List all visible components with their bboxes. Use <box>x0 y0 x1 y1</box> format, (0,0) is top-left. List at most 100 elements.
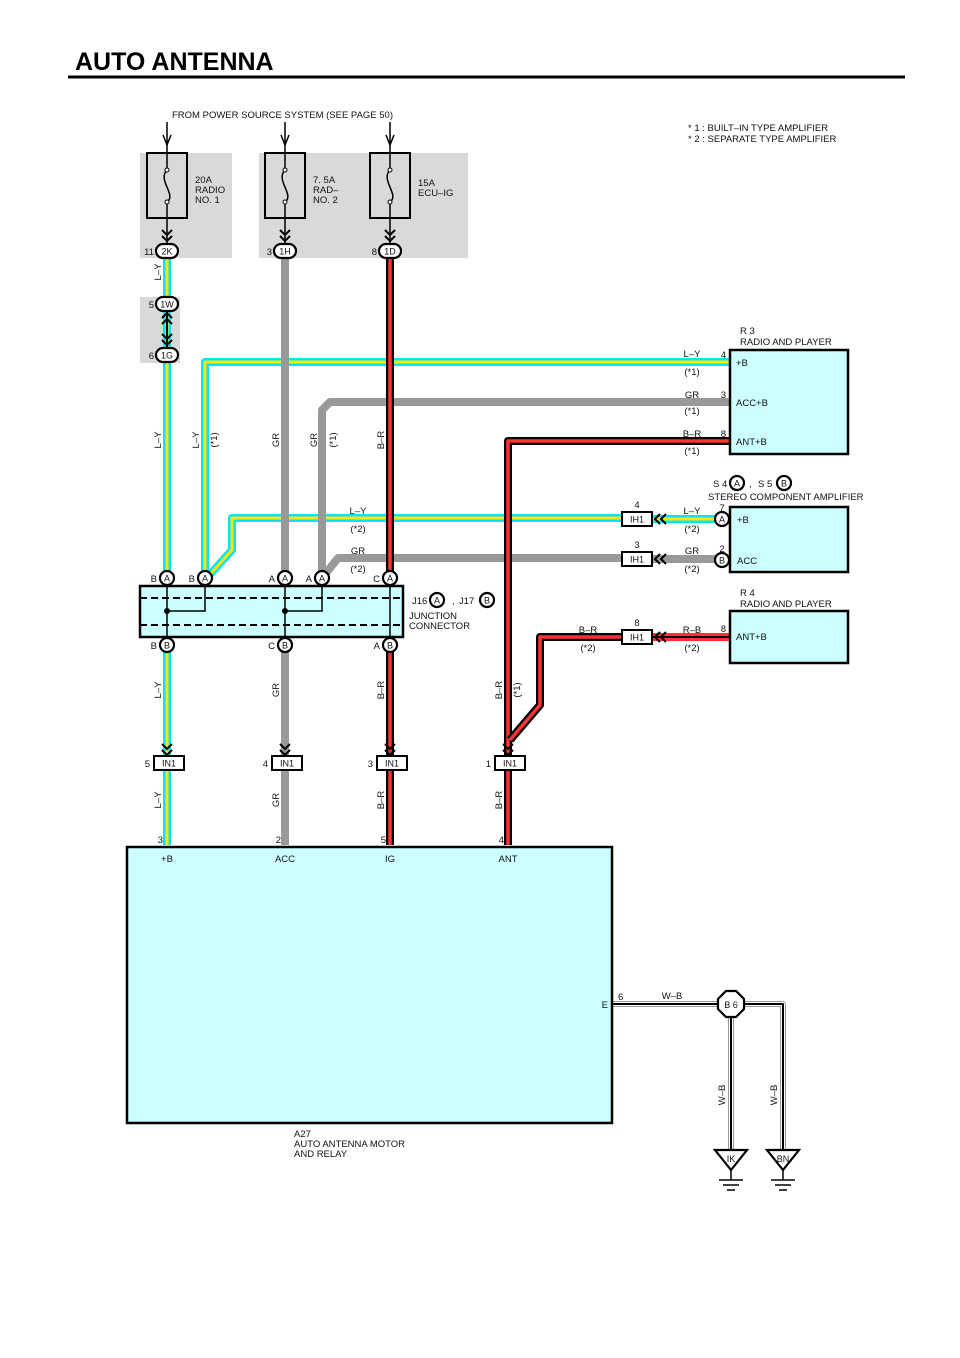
sep: , <box>452 596 455 607</box>
wire-label: (*2) <box>684 564 699 575</box>
fuse-name: RADIO <box>195 185 225 196</box>
a27-pin-label: ANT <box>499 854 518 865</box>
sep: , <box>749 479 752 490</box>
junction-top-connector-label: A <box>164 574 170 584</box>
amp-pin-num: 7 <box>719 503 724 514</box>
a27-pin-num: 2 <box>276 835 281 846</box>
wire-wb-bn <box>744 1001 786 1150</box>
fuse-name: ECU–IG <box>418 188 453 199</box>
amp-name: STEREO COMPONENT AMPLIFIER <box>708 492 864 503</box>
junction-top-connector <box>158 569 176 587</box>
chevron-icon <box>279 229 291 237</box>
r3-pin-label: +B <box>736 358 748 369</box>
chevron-left-icon <box>659 553 667 565</box>
fuse-block-rad-ecu <box>259 153 468 258</box>
junction-top-connector-label: A <box>319 574 325 584</box>
connector-2-label: 1D <box>384 247 396 257</box>
r4-pin-num: 8 <box>721 624 726 635</box>
wire-label: (*1) <box>512 682 523 697</box>
chevron-icon <box>161 333 173 341</box>
r3-pin-num: 8 <box>721 429 726 440</box>
chevron-icon <box>161 317 173 325</box>
connector-1g <box>154 346 180 364</box>
r3-name: RADIO AND PLAYER <box>740 337 832 348</box>
fuse-name: NO. 2 <box>313 195 338 206</box>
a27-name: AUTO ANTENNA MOTOR <box>294 1139 405 1150</box>
junction-pin: B <box>151 641 157 652</box>
chevron-icon <box>161 339 173 347</box>
wire-label: (*1) <box>328 432 339 447</box>
r3-pin-num: 3 <box>721 390 726 401</box>
chevron-left-icon <box>653 513 661 525</box>
a27-pin-label: ACC <box>275 854 295 865</box>
in1-connector <box>153 755 185 771</box>
junction-top-connector-label: A <box>282 574 288 584</box>
wire-label: (*1) <box>684 406 699 417</box>
r4-pin-label: ANT+B <box>736 632 767 643</box>
page-title: AUTO ANTENNA <box>75 48 274 76</box>
wire-wb-bn <box>744 1003 784 1150</box>
wire-label: R–B <box>683 625 701 636</box>
connector-1w <box>154 295 180 313</box>
wire-label: GR <box>685 390 699 401</box>
a27-pin-num: 5 <box>381 835 386 846</box>
arrow-down-icon <box>385 134 395 148</box>
wire-label: B–R <box>683 429 702 440</box>
wire-label: L–Y <box>191 431 202 449</box>
wire-label: (*1) <box>684 446 699 457</box>
amp-pin-num: 2 <box>719 544 724 555</box>
a27-pin-label: +B <box>161 854 173 865</box>
ih1-connector-label: IH1 <box>630 555 644 565</box>
connector-1w-label: 1W <box>160 300 174 310</box>
chevron-left-icon <box>659 513 667 525</box>
pin-number: 5 <box>149 300 154 311</box>
amp-pin-label: ACC <box>737 556 757 567</box>
wire-ly-r3 <box>203 360 730 580</box>
wire-label: (*1) <box>684 367 699 378</box>
in1-connector <box>271 755 303 771</box>
a27-antenna-motor-box <box>125 845 614 1125</box>
junction-ref-b-label: B <box>484 596 490 606</box>
connector-2 <box>377 242 403 260</box>
connector-1-label: 1H <box>279 247 291 257</box>
connector-0-label: 2K <box>161 247 172 257</box>
wire-label: GR <box>271 793 282 807</box>
in1-connector <box>494 755 526 771</box>
r3-pin-label: ANT+B <box>736 437 767 448</box>
chevron-icon <box>384 229 396 237</box>
wire-label: (*2) <box>350 564 365 575</box>
r4-id: R 4 <box>740 588 755 599</box>
ih1-connector-label: IH1 <box>630 633 644 643</box>
wire-gr-r3 <box>318 398 730 578</box>
junction-pin: B <box>189 574 195 585</box>
wire-label: L–Y <box>350 506 368 517</box>
connector-0 <box>154 242 180 260</box>
ground-junction-b6 <box>716 989 746 1019</box>
junction-top-connector-label: A <box>202 574 208 584</box>
r3-id: R 3 <box>740 326 755 337</box>
wire-label: (*2) <box>684 524 699 535</box>
wire-label: L–Y <box>153 791 164 809</box>
wire-label: GR <box>685 546 699 557</box>
wire-label: GR <box>271 683 282 697</box>
junction-bottom-connector <box>381 636 399 654</box>
junction-bottom-connector-label: B <box>282 641 288 651</box>
a27-id: A27 <box>294 1129 311 1140</box>
ground-point-label: BN <box>777 1154 790 1164</box>
fuse-amp: 7. 5A <box>313 175 336 186</box>
junction-bottom-connector-label: B <box>387 641 393 651</box>
wire-label: W–B <box>769 1085 780 1106</box>
r3-radio-player-box <box>728 348 850 456</box>
pin-number: 3 <box>267 247 272 258</box>
legend-1: * 1 : BUILT–IN TYPE AMPLIFIER <box>688 123 828 134</box>
r4-radio-player-box <box>728 609 850 665</box>
ih1-connector <box>621 551 653 567</box>
pin-number: 3 <box>368 759 373 770</box>
wire-label: L–Y <box>153 681 164 699</box>
connector-1 <box>272 242 298 260</box>
wire-label: (*2) <box>580 643 595 654</box>
amp-ref-b <box>775 474 793 492</box>
chevron-icon <box>279 235 291 243</box>
chevron-icon <box>161 743 173 751</box>
